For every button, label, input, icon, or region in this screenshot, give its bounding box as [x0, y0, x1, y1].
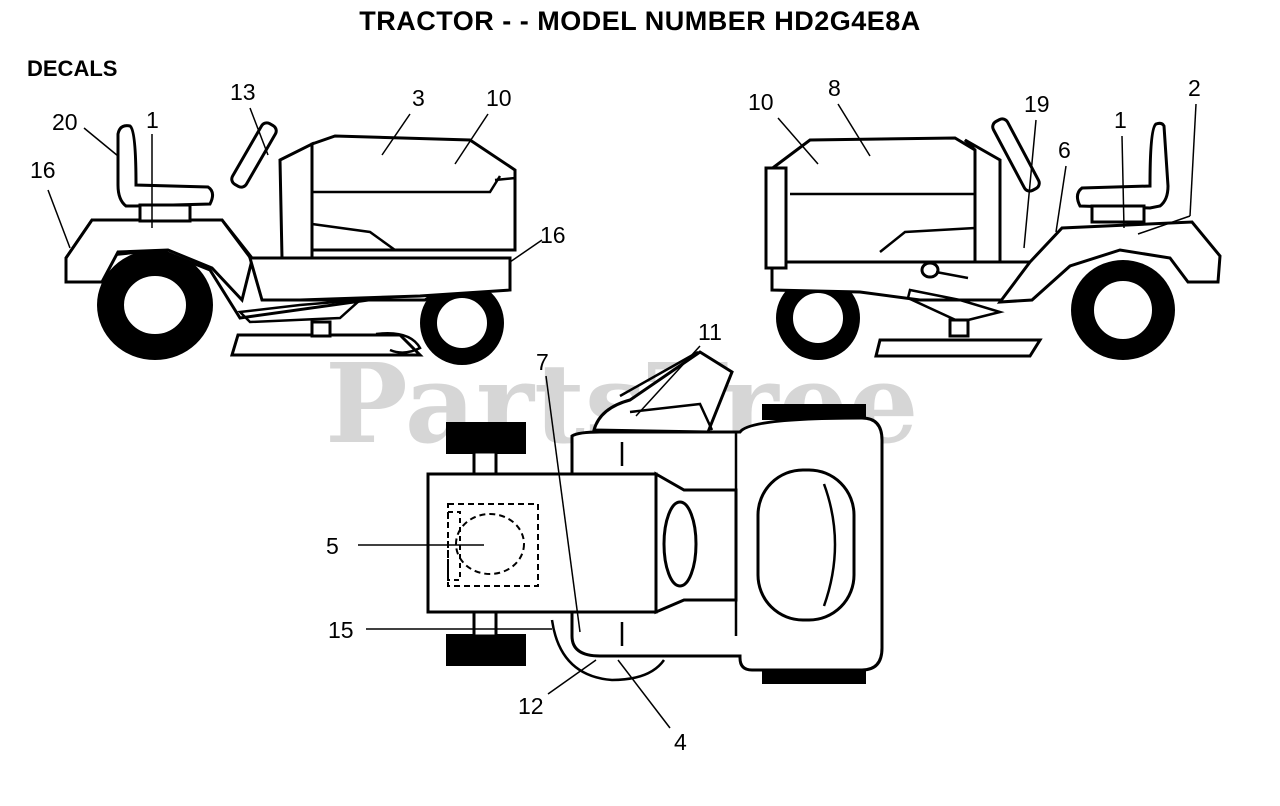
callout-12: 12	[518, 693, 544, 719]
left-view-callouts: 13 20 1 16 3 10 16	[30, 79, 566, 263]
callout-15: 15	[328, 617, 354, 643]
callout-1-right: 1	[1114, 107, 1127, 133]
callout-10-right: 10	[748, 89, 774, 115]
callout-2: 2	[1188, 75, 1201, 101]
callout-4: 4	[674, 729, 687, 755]
callout-13: 13	[230, 79, 256, 105]
callout-7: 7	[536, 349, 549, 375]
callout-6: 6	[1058, 137, 1071, 163]
callout-8: 8	[828, 75, 841, 101]
tractor-left-side-view	[64, 121, 517, 365]
callout-1: 1	[146, 107, 159, 133]
section-label: DECALS	[27, 56, 118, 81]
callout-16: 16	[30, 157, 56, 183]
callout-5: 5	[326, 533, 339, 559]
right-view-callouts: 10 8 19 2 1 6	[748, 75, 1201, 249]
callout-20: 20	[52, 109, 78, 135]
callout-16-front: 16	[540, 222, 566, 248]
tractor-top-view	[426, 350, 884, 684]
callout-11: 11	[698, 319, 722, 345]
callout-10: 10	[486, 85, 512, 111]
tractor-right-side-view	[764, 117, 1222, 360]
top-view-callouts: 11 7 5 15 12 4	[326, 319, 722, 755]
callout-3: 3	[412, 85, 425, 111]
page-title: TRACTOR - - MODEL NUMBER HD2G4E8A	[359, 6, 921, 36]
callout-19: 19	[1024, 91, 1050, 117]
